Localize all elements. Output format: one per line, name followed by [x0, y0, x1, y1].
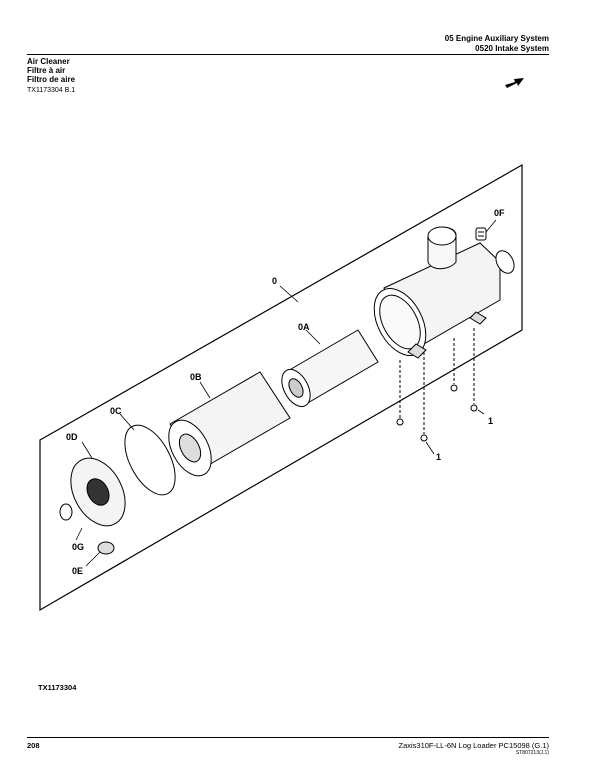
o-ring — [124, 424, 176, 496]
subsection-title: 0520 Intake System — [475, 44, 549, 53]
callout-cover: 0D — [66, 432, 78, 442]
header-divider — [27, 54, 549, 55]
callout-bolt-a: 1 — [488, 416, 493, 426]
arrow-icon — [505, 78, 524, 88]
page-title-es: Filtro de aire — [27, 75, 76, 84]
callout-element-outer: 0B — [190, 372, 202, 382]
end-cover — [70, 457, 126, 527]
figure-caption: TX1173304 — [38, 683, 77, 692]
callout-o-ring: 0C — [110, 406, 122, 416]
restriction-indicator — [475, 227, 487, 241]
evacuator-valve — [97, 541, 115, 555]
callout-bolt-b: 1 — [436, 452, 441, 462]
inner-filter-element — [281, 329, 379, 408]
outer-filter-element — [168, 371, 291, 477]
page-title-fr: Filtre à air — [27, 66, 66, 75]
air-cleaner-housing — [373, 226, 515, 359]
footer-model: Zaxis310F-LL-6N Log Loader PC15098 (G.1) — [398, 741, 550, 750]
footer-divider — [27, 737, 549, 738]
footer-code: ST807213(J.1) — [515, 750, 549, 756]
clamp — [59, 503, 73, 521]
leader-lines — [75, 219, 497, 567]
page-number: 208 — [27, 741, 40, 750]
callout-assembly: 0 — [272, 276, 277, 286]
callout-clamp: 0G — [72, 542, 84, 552]
section-title: 05 Engine Auxiliary System — [444, 34, 549, 43]
callout-valve: 0E — [72, 566, 83, 576]
diagram-frame — [39, 163, 523, 612]
callout-element-inner: 0A — [298, 322, 310, 332]
reference-id: TX1173304 B.1 — [27, 87, 76, 94]
callout-indicator: 0F — [494, 208, 505, 218]
mounting-bolts — [396, 328, 478, 442]
page-title-en: Air Cleaner — [27, 57, 70, 66]
